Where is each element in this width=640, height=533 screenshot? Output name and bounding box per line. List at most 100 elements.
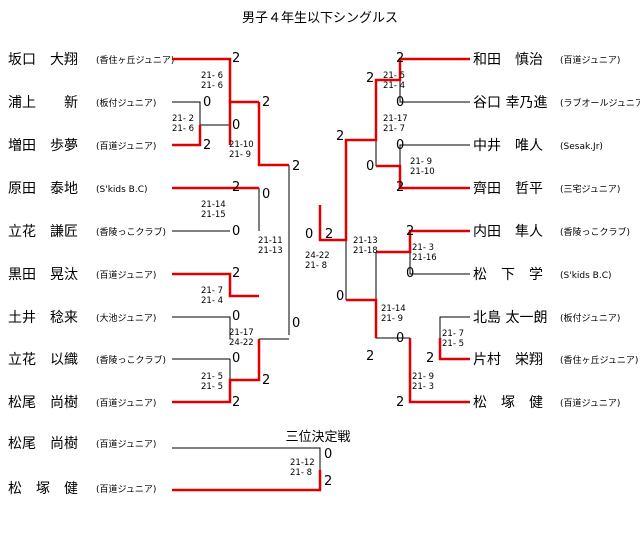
- score: 2: [324, 474, 332, 489]
- game-score: 21- 5: [383, 71, 405, 81]
- third-place-label: 三位決定戦: [285, 430, 350, 445]
- player-name: 松尾 尚樹: [8, 436, 78, 452]
- score: 2: [292, 159, 300, 174]
- score: 2: [203, 138, 211, 153]
- player-name: 谷口 幸乃進: [473, 95, 547, 111]
- player-name: 松尾 尚樹: [8, 395, 78, 411]
- game-score: 21- 9: [381, 314, 403, 324]
- left-player-6: 黒田 晃汰 (百道ジュニア): [8, 267, 156, 283]
- player-name: 北島 太一朗: [473, 310, 547, 326]
- win-r4: [376, 164, 470, 190]
- player-team: (三宅ジュニア): [560, 183, 620, 195]
- win-l1: [172, 57, 259, 104]
- score: 2: [232, 180, 240, 195]
- line-r7: [439, 316, 470, 338]
- score: 0: [336, 289, 344, 304]
- game-score: 21- 8: [290, 468, 312, 478]
- game-score: 21-16: [412, 253, 437, 263]
- player-team: (ラブオールジュニア): [560, 97, 640, 109]
- game-score: 21-10: [410, 167, 435, 177]
- win-l6: [172, 272, 259, 298]
- player-team: (香陵っこクラブ): [96, 226, 166, 238]
- win-l-r2: [257, 102, 289, 167]
- player-team: (百道ジュニア): [96, 140, 156, 152]
- left-player-2: 浦上 新 (板付ジュニア): [8, 95, 156, 111]
- score: 2: [406, 224, 414, 239]
- game-score: 21- 4: [383, 81, 405, 91]
- line-r-low: [375, 252, 410, 339]
- score: 0: [396, 95, 404, 110]
- game-score: 21- 2: [172, 114, 194, 124]
- game-score: 21-10: [229, 140, 254, 150]
- score: 2: [232, 51, 240, 66]
- game-score: 21- 4: [201, 296, 223, 306]
- left-player-9: 松尾 尚樹 (百道ジュニア): [8, 395, 156, 411]
- player-name: 松 塚 健: [8, 481, 78, 497]
- player-name: 土井 稔来: [8, 310, 78, 326]
- score: 0: [366, 159, 374, 174]
- player-name: 立花 謙匠: [8, 224, 78, 240]
- game-score: 21- 6: [201, 71, 223, 81]
- left-player-4: 原田 泰地 (S'kids B.C): [8, 181, 148, 197]
- game-score: 21-17: [229, 328, 254, 338]
- right-player-9: 松 塚 健 (百道ジュニア): [473, 395, 620, 411]
- game-score: 21- 9: [229, 150, 251, 160]
- win-final: [318, 57, 470, 242]
- left-player-5: 立花 謙匠 (香陵っこクラブ): [8, 224, 166, 240]
- line-third-top: [172, 447, 321, 470]
- score: 2: [336, 129, 344, 144]
- player-name: 立花 以織: [8, 352, 78, 368]
- player-team: (百道ジュニア): [96, 438, 156, 450]
- game-score: 21- 7: [201, 286, 223, 296]
- right-player-1: 和田 慎治 (百道ジュニア): [473, 52, 620, 68]
- player-team: (百道ジュニア): [560, 54, 620, 66]
- player-name: 松 下 学: [473, 267, 543, 283]
- player-name: 坂口 大翔: [8, 52, 78, 68]
- winner-lines: [172, 57, 470, 492]
- game-score: 21-18: [353, 246, 378, 256]
- game-score: 21-14: [201, 200, 226, 210]
- line-r6: [409, 252, 470, 275]
- score: 2: [262, 95, 270, 110]
- game-score: 21- 6: [201, 81, 223, 91]
- player-team: (百道ジュニア): [96, 269, 156, 281]
- right-player-6: 松 下 学 (S'kids B.C): [473, 267, 612, 283]
- bracket-title: 男子４年生以下シングルス: [242, 11, 398, 26]
- score: 2: [366, 71, 374, 86]
- win-l8: [172, 339, 261, 404]
- player-name: 松 塚 健: [473, 395, 543, 411]
- player-team: (Sesak.Jr): [560, 142, 603, 152]
- game-score: 21- 9: [410, 157, 432, 167]
- game-score: 24-22: [305, 251, 330, 261]
- score: 2: [232, 395, 240, 410]
- game-score: 21-11: [258, 236, 283, 246]
- win-r-q: [346, 298, 378, 338]
- score: 0: [232, 309, 240, 324]
- score: 2: [396, 395, 404, 410]
- player-team: (板付ジュニア): [96, 97, 156, 109]
- game-score: 21- 3: [412, 382, 434, 392]
- score: 0: [232, 118, 240, 133]
- score: 0: [305, 227, 313, 242]
- player-name: 浦上 新: [8, 95, 78, 111]
- game-score: 21-13: [258, 246, 283, 256]
- right-player-8: 片村 栄翔 (香住ヶ丘ジュニア): [473, 352, 638, 368]
- score: 2: [396, 180, 404, 195]
- player-team: (香住ヶ丘ジュニア): [96, 54, 174, 66]
- game-score: 21- 8: [305, 261, 327, 271]
- score: 2: [426, 351, 434, 366]
- player-team: (香陵っこクラブ): [96, 354, 166, 366]
- player-name: 黒田 晃汰: [8, 267, 78, 283]
- left-player-1: 坂口 大翔 (香住ヶ丘ジュニア): [8, 52, 174, 68]
- player-team: (香住ヶ丘ジュニア): [560, 354, 638, 366]
- score: 2: [325, 227, 333, 242]
- player-team: (百道ジュニア): [96, 397, 156, 409]
- score: 0: [396, 138, 404, 153]
- left-player-3: 増田 歩夢 (百道ジュニア): [8, 138, 156, 154]
- player-team: (香陵っこクラブ): [560, 226, 630, 238]
- player-name: 中井 唯人: [473, 138, 543, 154]
- score: 0: [203, 95, 211, 110]
- game-score: 21- 9: [412, 372, 434, 382]
- right-player-7: 北島 太一朗 (板付ジュニア): [473, 310, 620, 326]
- player-name: 原田 泰地: [8, 181, 78, 197]
